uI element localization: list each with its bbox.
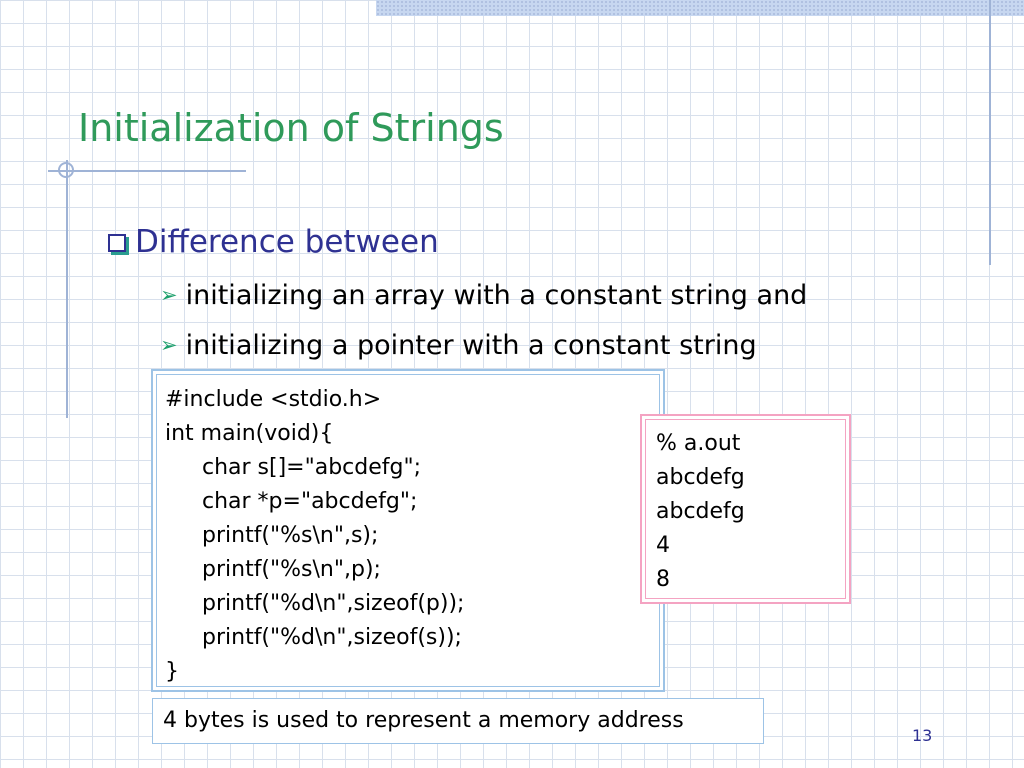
checkbox-square-icon: [108, 234, 126, 252]
decor-horizontal-line: [48, 170, 246, 172]
decor-vertical-line-left: [66, 160, 68, 418]
sub-bullet-item: ➢ initializing a pointer with a constant…: [160, 330, 757, 361]
code-line: #include <stdio.h>: [165, 387, 382, 412]
output-content: % a.out abcdefg abcdefg 4 8: [645, 419, 846, 599]
code-line: }: [165, 659, 179, 684]
sub-bullet-text: initializing an array with a constant st…: [185, 280, 808, 311]
bullet-item: Difference between: [108, 224, 439, 260]
code-line: printf("%s\n",s);: [202, 523, 379, 548]
sub-bullet-text: initializing a pointer with a constant s…: [185, 330, 757, 361]
slide-title: Initialization of Strings: [78, 106, 504, 150]
output-line: abcdefg: [656, 465, 745, 490]
output-line: % a.out: [656, 431, 741, 456]
code-content: #include <stdio.h> int main(void){ char …: [156, 374, 660, 687]
output-line: abcdefg: [656, 499, 745, 524]
bullet-text: Difference between: [135, 224, 439, 260]
page-number: 13: [912, 726, 933, 745]
code-line: char *p="abcdefg";: [202, 489, 418, 514]
code-line: printf("%s\n",p);: [202, 557, 381, 582]
note-box: 4 bytes is used to represent a memory ad…: [152, 698, 764, 744]
sub-bullet-item: ➢ initializing an array with a constant …: [160, 280, 807, 311]
code-line: int main(void){: [165, 421, 334, 446]
code-box: #include <stdio.h> int main(void){ char …: [151, 369, 665, 692]
decor-vertical-line-right: [989, 0, 991, 265]
crosshair-icon: [58, 162, 74, 178]
arrow-right-icon: ➢: [160, 282, 178, 307]
output-line: 4: [656, 533, 670, 558]
output-box: % a.out abcdefg abcdefg 4 8: [640, 414, 851, 604]
code-line: printf("%d\n",sizeof(s));: [202, 625, 462, 650]
code-line: printf("%d\n",sizeof(p));: [202, 591, 465, 616]
output-line: 8: [656, 567, 670, 592]
arrow-right-icon: ➢: [160, 332, 178, 357]
top-decor-band: [376, 0, 1024, 16]
code-line: char s[]="abcdefg";: [202, 455, 422, 480]
